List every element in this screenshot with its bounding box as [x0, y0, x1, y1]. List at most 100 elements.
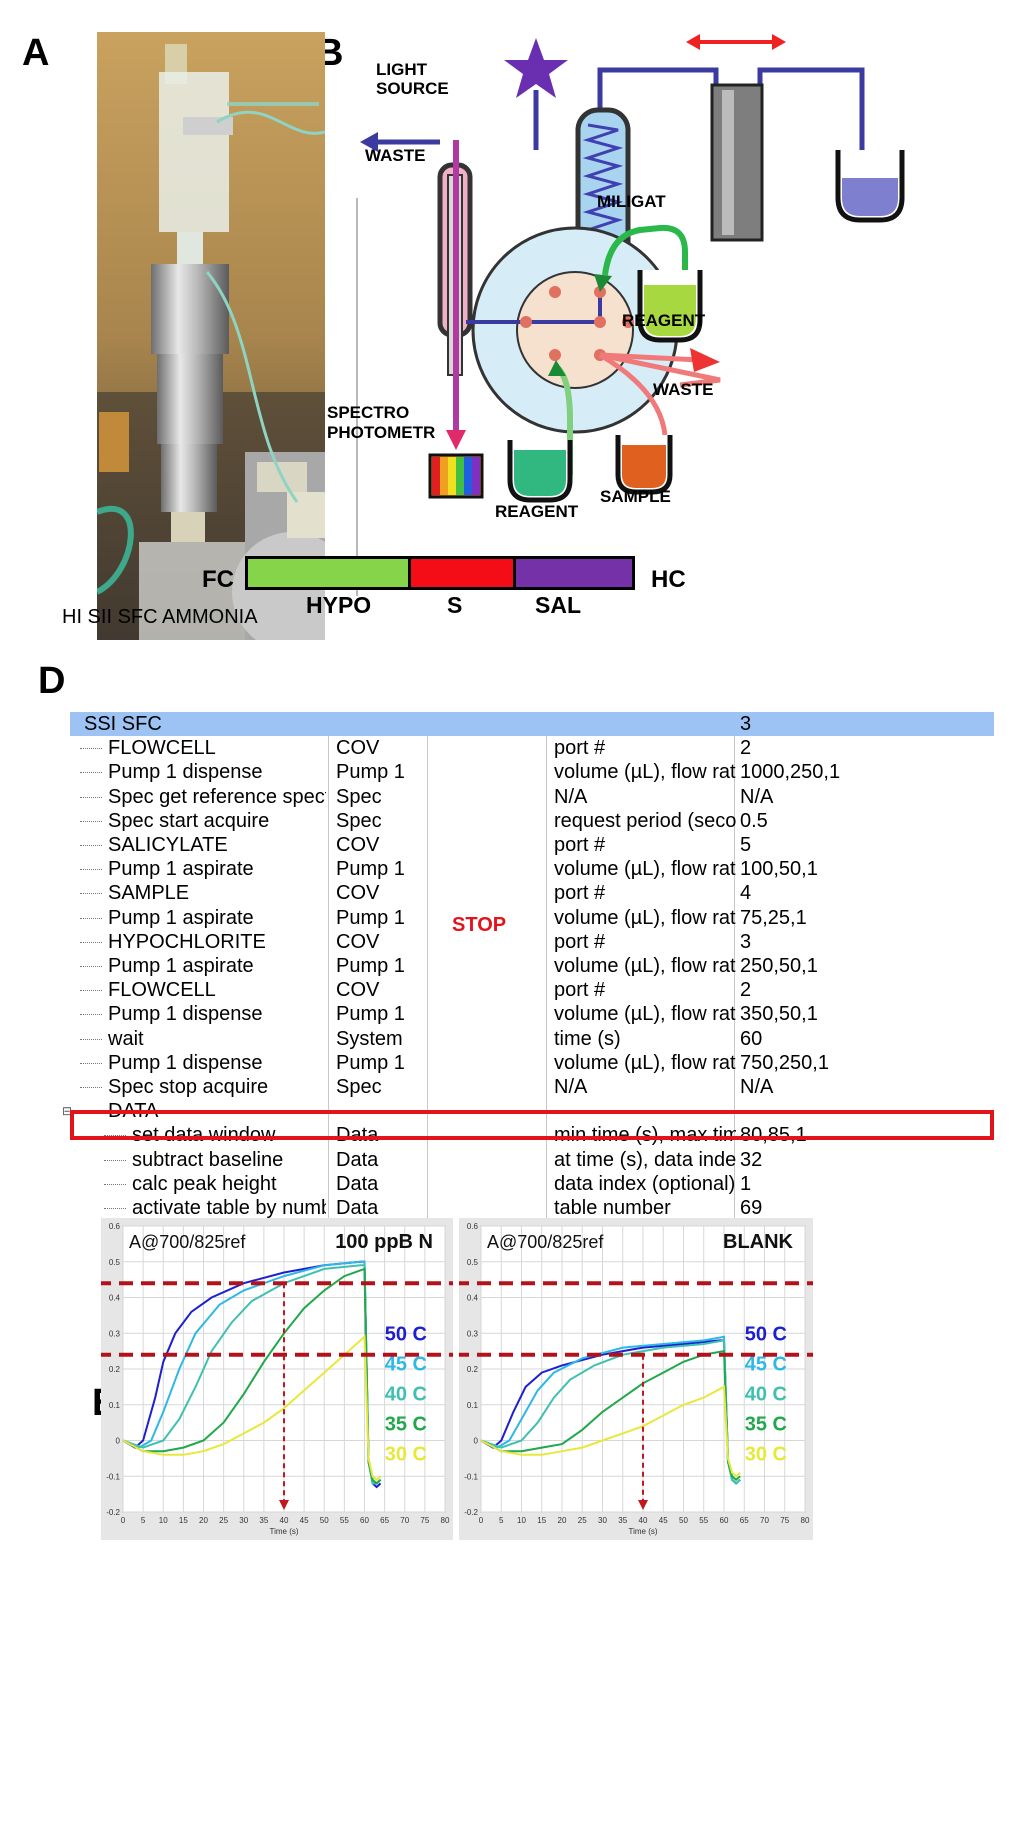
method-root-title: HI SII SFC AMMONIA — [62, 606, 258, 628]
row-value: 5 — [740, 834, 752, 856]
x-tick-label: 75 — [780, 1516, 789, 1525]
row-name: Pump 1 dispense — [108, 761, 263, 784]
row-name: FLOWCELL — [108, 737, 216, 760]
row-value: 3 — [740, 930, 752, 953]
y-tick-label: 0.6 — [467, 1222, 479, 1231]
row-param: volume (µL), flow rate — [554, 906, 736, 929]
row-name: Pump 1 dispense — [108, 1003, 263, 1026]
row-name: subtract baseline — [132, 1148, 284, 1171]
x-tick-label: 40 — [280, 1516, 289, 1525]
x-tick-label: 25 — [578, 1516, 587, 1525]
row-device: COV — [336, 737, 380, 760]
row-device: Data — [336, 1197, 379, 1219]
collapse-icon[interactable]: ⊟ — [62, 1104, 73, 1119]
colorbar-segment-hypo — [248, 559, 411, 587]
row-name: Pump 1 aspirate — [108, 955, 254, 977]
table-row[interactable]: activate table by numberDatatable number… — [70, 1196, 994, 1220]
row-param: volume (µL), flow rate — [554, 955, 736, 977]
x-tick-label: 0 — [479, 1516, 484, 1525]
y-tick-label: 0.6 — [109, 1222, 121, 1231]
x-tick-label: 75 — [420, 1516, 429, 1525]
row-value: 3 — [740, 713, 752, 735]
x-tick-label: 0 — [121, 1516, 126, 1525]
y-tick-label: -0.1 — [464, 1472, 478, 1481]
x-tick-label: 70 — [760, 1516, 769, 1525]
row-device: Data — [336, 1148, 379, 1171]
row-value: 350,50,1 — [740, 1003, 818, 1026]
x-tick-label: 15 — [537, 1516, 546, 1525]
y-tick-label: -0.2 — [464, 1508, 478, 1517]
row-device: Pump 1 — [336, 906, 405, 929]
table-row[interactable]: Pump 1 aspirate Pump 1 volume (µL), flow r… — [70, 954, 994, 978]
row-name: set data window — [132, 1124, 276, 1147]
chart-title: 100 ppB N — [335, 1231, 433, 1253]
y-tick-label: 0.4 — [109, 1294, 121, 1303]
x-tick-label: 5 — [499, 1516, 504, 1525]
colorbar-left-label: FC — [202, 566, 234, 593]
row-name: Spec start acquire — [108, 809, 270, 832]
row-device: Spec — [336, 785, 382, 808]
row-param: port # — [554, 737, 606, 760]
colorbar-right-label: HC — [651, 566, 686, 593]
colorbar-segment-s — [411, 559, 516, 587]
row-name: SSI SFC — [84, 713, 162, 735]
panel-divider — [356, 198, 358, 596]
x-tick-label: 5 — [141, 1516, 146, 1525]
row-device: COV — [336, 882, 380, 905]
chart-title: BLANK — [723, 1231, 794, 1253]
x-tick-label: 50 — [320, 1516, 329, 1525]
y-tick-label: 0.5 — [109, 1258, 121, 1267]
row-name: FLOWCELL — [108, 979, 216, 1002]
y-tick-label: 0 — [474, 1437, 479, 1446]
selected-method-row[interactable]: SSI SFC 3 — [70, 712, 994, 737]
tree-connector — [80, 893, 102, 895]
row-device: COV — [336, 834, 380, 856]
light-source-star-icon — [504, 38, 568, 98]
row-device: Pump 1 — [336, 858, 405, 881]
series-line-30c — [122, 1334, 382, 1482]
x-tick-label: 65 — [380, 1516, 389, 1525]
row-value: 80,85,1 — [740, 1124, 807, 1147]
tree-connector — [104, 1208, 126, 1210]
row-value: 4 — [740, 882, 752, 905]
row-param: volume (µL), flow rate — [554, 1003, 736, 1026]
wait-step-highlight — [70, 1110, 994, 1140]
y-tick-label: 0.3 — [467, 1329, 479, 1338]
y-tick-label: 0.4 — [467, 1294, 479, 1303]
row-device: Pump 1 — [336, 955, 405, 977]
row-param: port # — [554, 882, 606, 905]
row-param: N/A — [554, 785, 588, 808]
row-name: SALICYLATE — [108, 834, 228, 856]
table-row[interactable]: Spec get reference spectrumSpecN/AN/A — [70, 785, 994, 809]
sample-label: SAMPLE — [600, 487, 671, 506]
reagent-right-label: REAGENT — [622, 311, 706, 330]
row-device: Spec — [336, 1076, 382, 1098]
tree-connector — [80, 1038, 102, 1040]
waste-right-label: WASTE — [653, 380, 714, 399]
row-device: Pump 1 — [336, 1051, 405, 1074]
x-tick-label: 70 — [400, 1516, 409, 1525]
tree-connector — [80, 966, 102, 968]
y-axis-label: A@700/825ref — [129, 1232, 246, 1252]
tree-connector — [80, 796, 102, 798]
legend-entry: 40 C — [385, 1383, 427, 1405]
table-column-divider — [328, 712, 329, 1372]
instrument-photo — [97, 32, 325, 640]
row-name: Spec stop acquire — [108, 1076, 269, 1098]
